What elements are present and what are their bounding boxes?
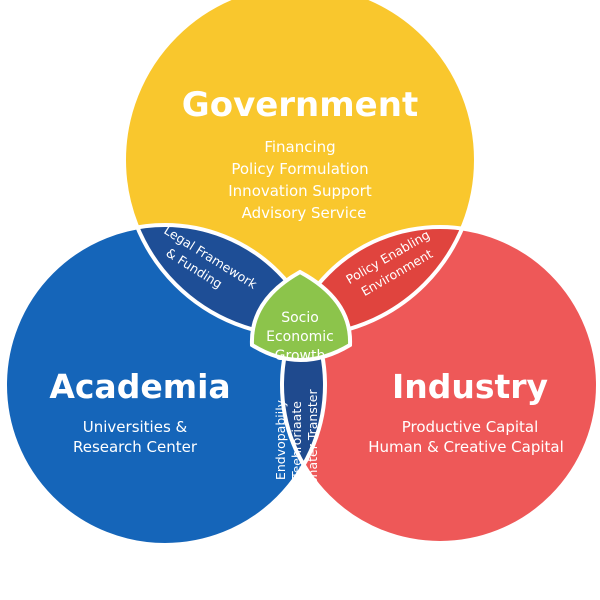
center-label: Growth [275, 348, 326, 364]
government-item: Innovation Support [228, 182, 372, 200]
industry-item: Productive Capital [402, 418, 539, 436]
gov-industry-overlap [282, 227, 476, 336]
center-label: Economic [266, 329, 334, 345]
government-title: Government [182, 85, 418, 125]
government-item: Advisory Service [242, 204, 367, 222]
academia-item: Universities & [83, 418, 188, 436]
academia-item: Research Center [73, 438, 198, 456]
government-item: Policy Formulation [231, 160, 368, 178]
academia-industry-label: Endvopabiily [273, 399, 288, 480]
academia-title: Academia [49, 367, 230, 406]
industry-item: Human & Creative Capital [368, 438, 564, 456]
academia-industry-label: Trasnater Transter [305, 389, 320, 504]
academia-industry-label: Teehroriaate [289, 401, 304, 480]
center-label: Socio [281, 310, 319, 326]
center-growth-shape [249, 269, 353, 362]
gov-academia-overlap [124, 225, 325, 336]
industry-title: Industry [392, 367, 548, 406]
government-item: Financing [264, 138, 335, 156]
